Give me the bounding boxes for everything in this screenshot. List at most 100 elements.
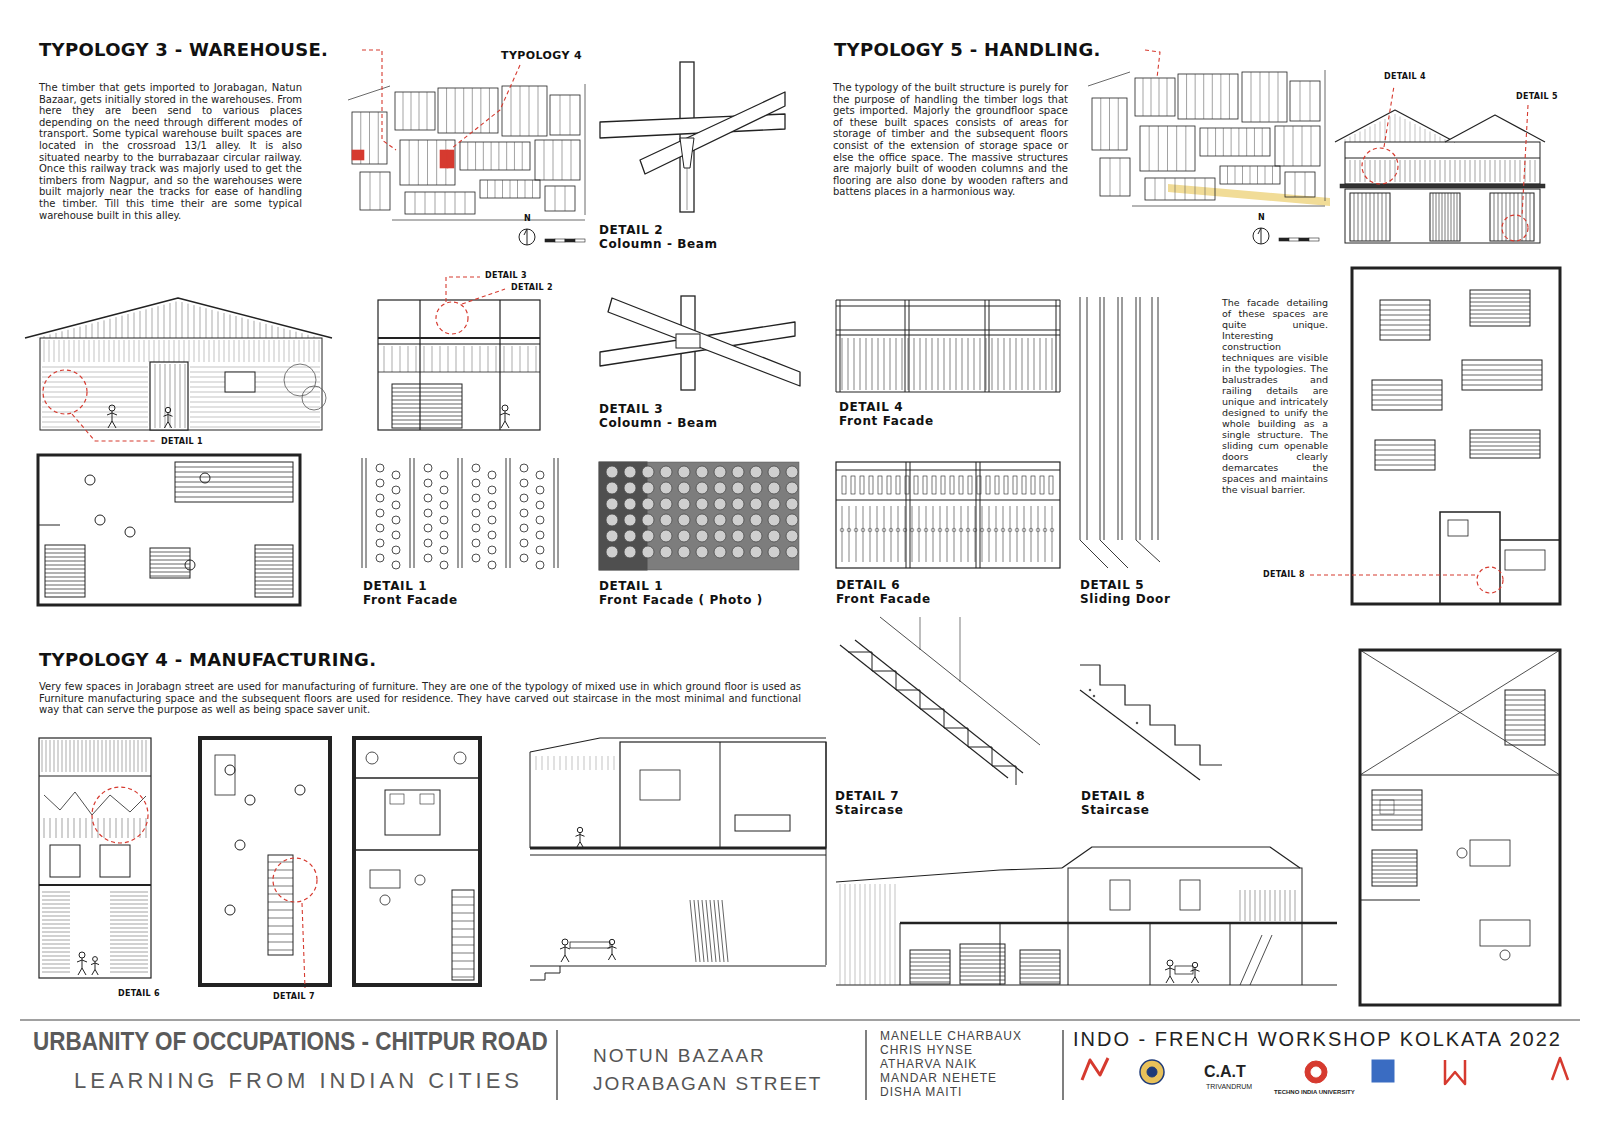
timber-beam xyxy=(608,298,800,386)
wall xyxy=(530,752,531,848)
map-plot-line xyxy=(1175,178,1176,200)
ornament xyxy=(851,476,855,494)
baluster xyxy=(1490,160,1491,182)
void-cross xyxy=(1360,650,1560,775)
roof-sheeting xyxy=(1395,114,1396,142)
stair-tread xyxy=(268,886,293,887)
grille xyxy=(400,346,401,372)
brick-course xyxy=(42,402,148,403)
shutter-panel xyxy=(1436,193,1437,241)
facade-perforation xyxy=(786,482,798,494)
baluster xyxy=(863,506,864,562)
scale-bar xyxy=(1299,238,1309,241)
shutter-panel xyxy=(1506,193,1507,241)
facade-perforation xyxy=(642,498,654,510)
facade-perforation xyxy=(536,501,544,509)
baluster xyxy=(110,818,111,838)
tree-sketch xyxy=(302,386,326,410)
footer-separator xyxy=(865,1030,867,1100)
roof-sheeting xyxy=(1410,122,1411,143)
timber-stack xyxy=(392,404,462,405)
ornament xyxy=(842,476,846,494)
author-name: DISHA MAITI xyxy=(880,1086,962,1100)
ornament xyxy=(932,476,936,494)
roof-sheeting xyxy=(602,756,603,770)
roof-outline xyxy=(25,298,332,338)
timber-stack xyxy=(1372,862,1417,863)
baluster xyxy=(968,338,969,390)
callout-number: DETAIL 4 xyxy=(1383,72,1427,81)
map-block xyxy=(1200,128,1270,156)
baluster xyxy=(1050,528,1054,532)
map-plot-line xyxy=(411,92,412,130)
baluster xyxy=(1270,890,1271,921)
railing-post xyxy=(976,462,977,568)
plan-outline xyxy=(1360,650,1560,1005)
roof-outline xyxy=(1445,115,1545,142)
baluster xyxy=(1500,160,1501,182)
pillow xyxy=(390,794,404,804)
shutter-slat xyxy=(110,952,148,953)
timber-stack xyxy=(1372,854,1417,855)
roof-sheeting xyxy=(548,756,549,770)
map-plot-line xyxy=(445,192,446,214)
grille xyxy=(512,346,513,372)
baluster xyxy=(1250,890,1251,921)
door-slat xyxy=(1087,297,1088,540)
shutter-slat xyxy=(110,932,148,933)
facade-perforation xyxy=(440,501,448,509)
ground-floor xyxy=(1345,189,1540,243)
timber-column xyxy=(499,300,500,430)
map-block xyxy=(535,140,580,180)
facade-perforation xyxy=(660,546,672,558)
facade-perforation xyxy=(624,546,636,558)
facade-perforation xyxy=(786,530,798,542)
grille xyxy=(464,346,465,372)
roof-sheeting xyxy=(146,740,147,772)
facade-perforation xyxy=(440,471,448,479)
facade-perforation xyxy=(472,509,480,517)
timber-stack xyxy=(175,472,293,473)
map-plot-line xyxy=(1155,178,1156,200)
timber-stack xyxy=(1375,450,1435,451)
timber-stack xyxy=(1020,966,1060,967)
office-desk xyxy=(1480,920,1530,946)
timber-column xyxy=(1068,923,1069,985)
map-plot-line xyxy=(1195,74,1196,119)
timber-stack xyxy=(175,477,293,478)
railing-post xyxy=(980,462,981,568)
door-plank xyxy=(160,364,161,428)
steps xyxy=(530,966,560,980)
door-plank xyxy=(180,364,181,428)
timber-stack xyxy=(1470,442,1540,443)
footer-subtitle: LEARNING FROM INDIAN CITIES xyxy=(74,1068,523,1093)
railing-post xyxy=(836,300,837,392)
roof-sheeting xyxy=(614,756,615,770)
facade-perforation xyxy=(732,482,744,494)
facade-perforation xyxy=(786,466,798,478)
railing-post xyxy=(909,300,910,392)
facade-perforation xyxy=(768,466,780,478)
map-plot-line xyxy=(1120,158,1121,196)
ornament xyxy=(887,476,891,494)
ornament xyxy=(914,476,918,494)
roof-sheeting xyxy=(542,756,543,770)
timber-stack xyxy=(175,492,293,493)
workshop-name: INDO - FRENCH WORKSHOP KOLKATA 2022 xyxy=(1073,1028,1562,1051)
floor-slab xyxy=(900,922,1337,925)
ornament xyxy=(1031,476,1035,494)
roof-sheeting xyxy=(560,756,561,770)
timber-stack xyxy=(960,960,1005,961)
scale-bar xyxy=(545,239,555,242)
shutter-slat xyxy=(42,956,70,957)
shutter-panel xyxy=(1498,193,1499,241)
north-arrow xyxy=(524,229,527,245)
baluster xyxy=(1031,506,1032,562)
callout-number: DETAIL 6 xyxy=(117,989,161,998)
roof-sheeting xyxy=(176,302,177,338)
timber-column xyxy=(1150,923,1151,985)
timber-stack xyxy=(255,561,293,562)
baluster xyxy=(1465,160,1466,182)
facade-perforation xyxy=(536,516,544,524)
person-figure xyxy=(79,952,85,958)
